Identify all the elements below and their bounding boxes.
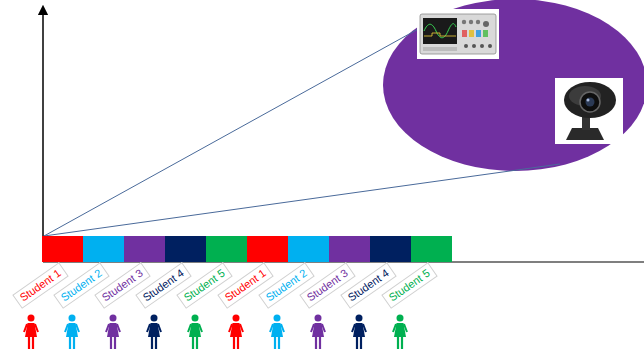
- student-figure: [65, 315, 79, 350]
- student-figure: [106, 315, 120, 350]
- student-figures: [24, 315, 407, 350]
- student-figure: [393, 315, 407, 350]
- student-figure: [311, 315, 325, 350]
- time-slot: [247, 236, 288, 262]
- time-slot-bar: [42, 236, 452, 262]
- student-figure: [352, 315, 366, 350]
- time-slot: [124, 236, 165, 262]
- time-slot: [288, 236, 329, 262]
- time-slot: [165, 236, 206, 262]
- time-slot: [329, 236, 370, 262]
- zoom-ellipse: [383, 0, 644, 171]
- student-figure: [229, 315, 243, 350]
- zoom-line: [44, 18, 438, 236]
- student-figure: [24, 315, 38, 350]
- zoom-line: [44, 164, 560, 236]
- time-slot: [83, 236, 124, 262]
- student-figure: [147, 315, 161, 350]
- time-slot: [411, 236, 452, 262]
- webcam-picture: [555, 78, 623, 144]
- student-figure: [270, 315, 284, 350]
- y-axis: [42, 10, 44, 262]
- time-slot: [42, 236, 83, 262]
- time-slot: [370, 236, 411, 262]
- student-figure: [188, 315, 202, 350]
- oscilloscope-picture: [417, 9, 499, 59]
- time-slot: [206, 236, 247, 262]
